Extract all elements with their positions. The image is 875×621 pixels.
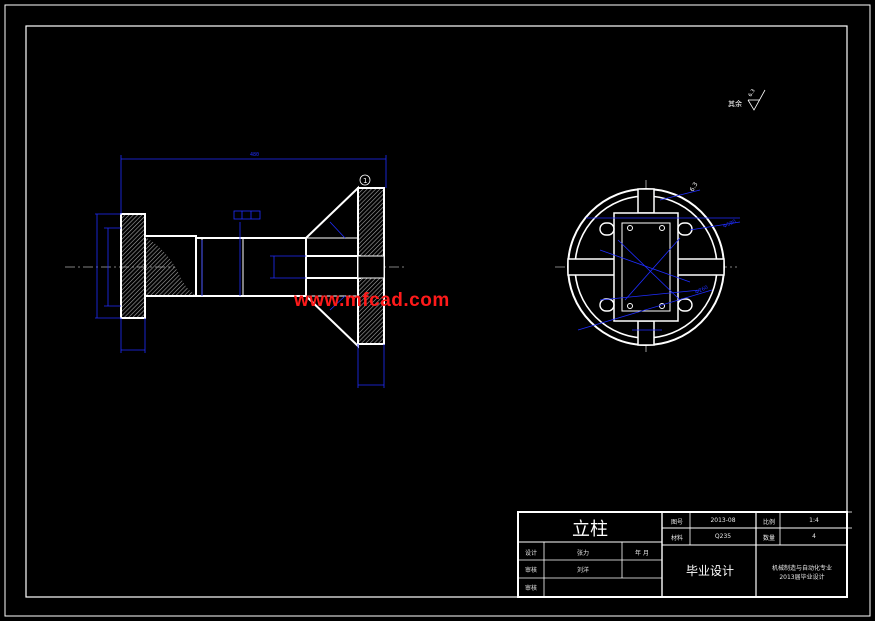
scale-value: 1:4 (809, 517, 819, 524)
top-view-dimensions: Φ590 Φ260 6.3 (577, 181, 741, 331)
roughness-label: 其余 (728, 99, 742, 108)
frame-border (25, 25, 848, 598)
scale-label: 比例 (762, 519, 775, 526)
part-marker-number: 1 (363, 177, 367, 185)
part-marker-circle (359, 174, 371, 186)
school-info-line-2: 2013届毕业设计 (779, 574, 825, 581)
review-label: 审核 (524, 585, 537, 592)
designer-label: 设计 (524, 550, 537, 557)
side-view-dimensions: 480 (95, 152, 387, 388)
column-side-view (65, 185, 405, 349)
qty-label: 数量 (762, 535, 775, 542)
part-name: 立柱 (572, 519, 608, 540)
checker-name: 刘洋 (576, 567, 589, 574)
designer-name: 张力 (576, 550, 589, 557)
svg-text:Φ260: Φ260 (694, 285, 709, 296)
svg-text:Φ590: Φ590 (722, 219, 737, 230)
title-block (517, 511, 852, 598)
outer-border (4, 4, 871, 617)
roughness-value: 6.3 (748, 88, 757, 98)
drawing-no-value: 2013-08 (710, 517, 736, 524)
drawing-no-label: 图号 (670, 519, 683, 526)
design-type: 毕业设计 (685, 564, 734, 578)
material-label: 材料 (670, 535, 683, 542)
roughness-symbol (747, 89, 766, 111)
school-info-line-1: 机械制造与自动化专业 (771, 565, 832, 572)
checker-label: 审核 (524, 567, 537, 574)
svg-text:6.3: 6.3 (689, 181, 700, 193)
date-label: 年 月 (635, 550, 649, 557)
svg-text:480: 480 (250, 152, 259, 158)
watermark: www.mfcad.com (294, 290, 450, 311)
qty-value: 4 (812, 533, 816, 540)
material-value: Q235 (714, 533, 732, 540)
